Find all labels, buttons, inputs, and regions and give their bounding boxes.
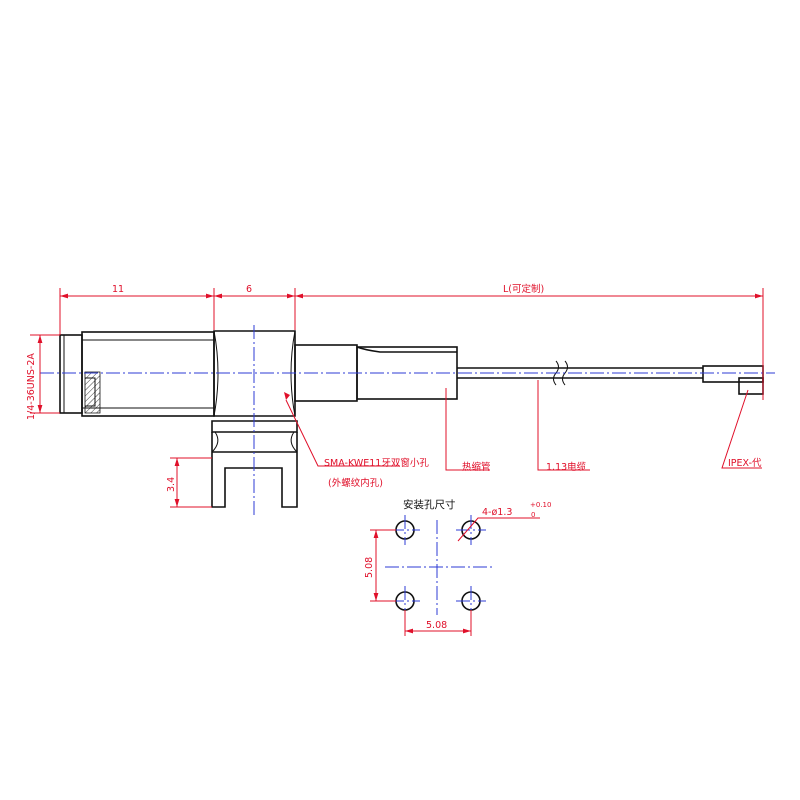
dim-body-width: 6 <box>246 284 252 295</box>
pin-dimension <box>170 457 212 508</box>
dim-cable-length: L(可定制) <box>503 283 544 295</box>
dim-hole-pitch-h: 5.08 <box>426 620 447 631</box>
dim-front-length: 11 <box>112 284 124 295</box>
thread-dimension <box>30 334 60 414</box>
callout-heat-shrink: 热缩管 <box>462 461 491 473</box>
dim-pin-length: 3.4 <box>166 477 177 492</box>
centerlines <box>40 325 775 615</box>
top-dimensions <box>59 288 764 400</box>
hole-tol-lower: 0 <box>531 511 535 519</box>
hole-pitch-v <box>370 529 396 602</box>
callout-ipex: IPEX-代 <box>728 458 762 469</box>
callout-lines <box>284 380 762 471</box>
dim-hole-pitch-v: 5.08 <box>364 557 375 578</box>
hole-spec: 4-ø1.3 <box>482 507 512 518</box>
callout-connector: SMA-KWE11牙双窗小孔 <box>324 457 429 469</box>
dim-thread-spec: 1/4-36UNS-2A <box>26 353 37 420</box>
mounting-holes <box>390 515 486 616</box>
hole-callout <box>457 517 540 542</box>
callout-connector-sub: (外螺纹内孔) <box>328 477 383 489</box>
hole-tol-upper: +0.10 <box>530 501 551 509</box>
callout-cable: 1.13电缆 <box>546 461 587 473</box>
hole-pitch-h <box>404 610 472 636</box>
mounting-title: 安装孔尺寸 <box>403 498 456 511</box>
